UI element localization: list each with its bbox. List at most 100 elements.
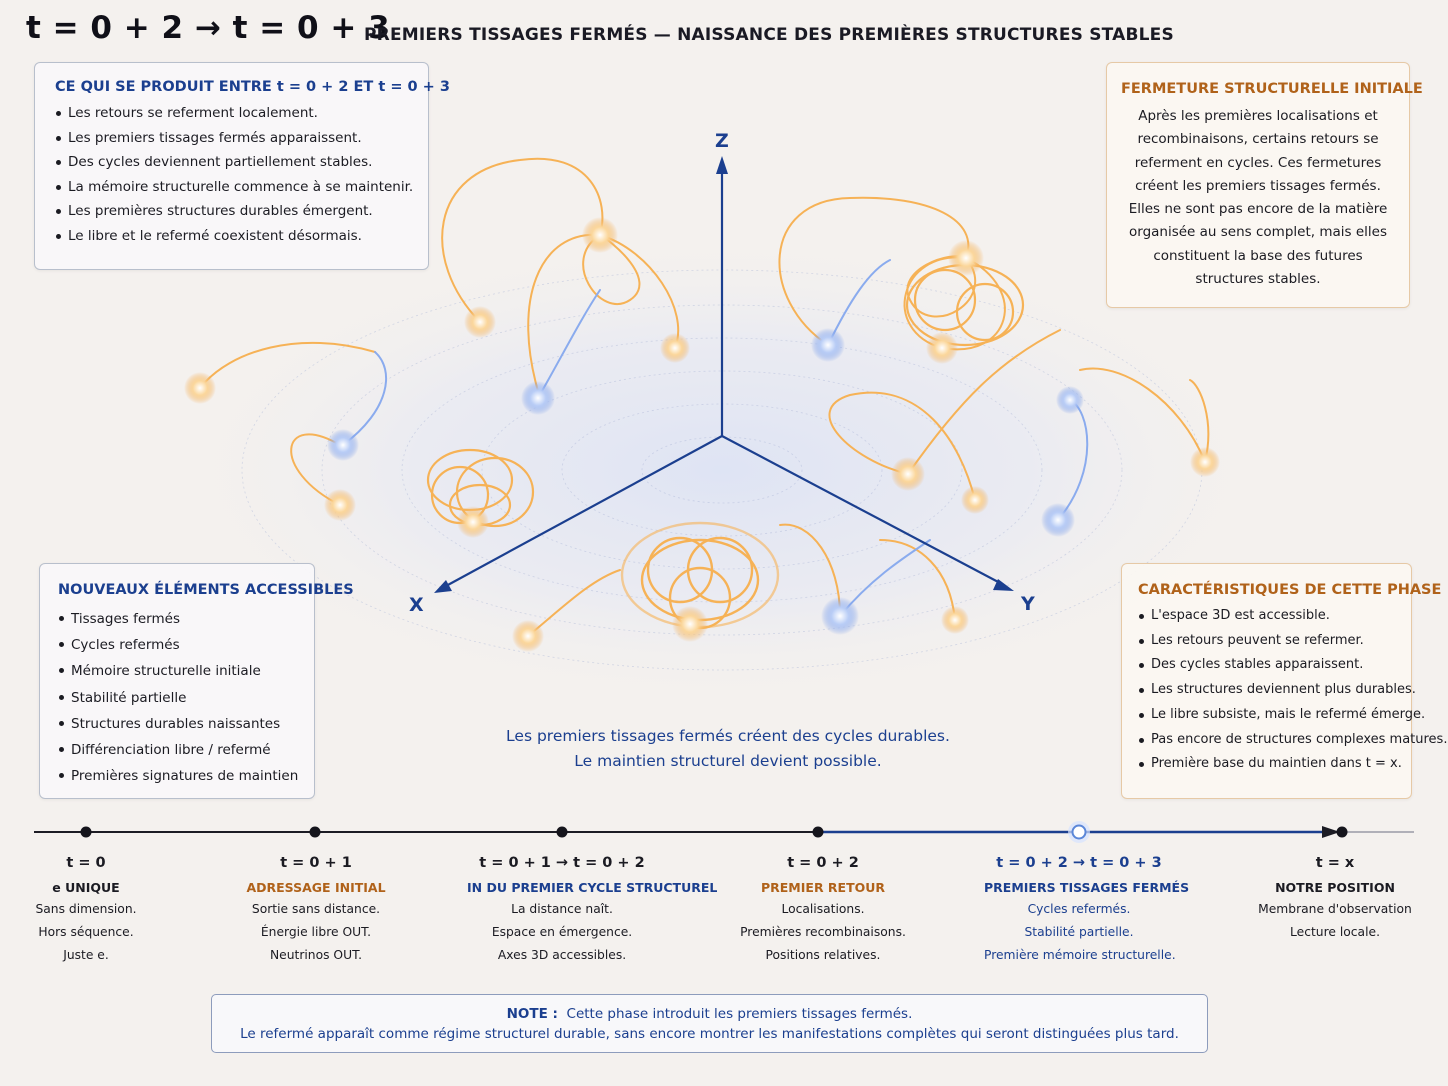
closed-weaving-right [905,263,1025,347]
timeline-desc-line: Sans dimension. [35,902,137,916]
timeline-desc: Sans dimension. Hors séquence. Juste e. [0,898,181,967]
list-item: Cycles refermés [58,632,314,658]
timeline-desc-line: Énergie libre OUT. [260,925,372,939]
axis-label-y: Y [1021,593,1035,615]
node-cool [821,597,859,635]
timeline-phase: IN DU PREMIER CYCLE STRUCTUREL [467,880,718,895]
axis-label-x: X [409,594,424,616]
panel-events-list: Les retours se referment localement. Les… [55,101,428,248]
timeline-node: t = 0 + 1 ADRESSAGE INITIAL Sortie sans … [221,854,411,967]
panel-events: CE QUI SE PRODUIT ENTRE t = 0 + 2 ET t =… [34,62,450,270]
panel-new-list: Tissages fermés Cycles refermés Mémoire … [58,606,314,789]
note-line: NOTE : Cette phase introduit les premier… [212,1004,1207,1024]
timeline-desc: Localisations. Premières recombinaisons.… [728,898,918,967]
timeline-desc-line: Premières recombinaisons. [740,925,906,939]
timeline-node: t = x NOTRE POSITION Membrane d'observat… [1240,854,1430,944]
node-cool [811,328,845,362]
list-item: Les structures deviennent plus durables. [1138,678,1416,703]
caption-line: Les premiers tissages fermés créent des … [506,727,950,745]
list-item: Première base du maintien dans t = x. [1138,752,1411,777]
list-item: Premières signatures de maintien [58,763,314,789]
list-item: Les premières structures durables émerge… [55,199,428,224]
list-item: Stabilité partielle [58,685,314,711]
node-warm [672,606,708,642]
timeline-dot [80,826,92,838]
list-item: Structures durables naissantes [58,711,314,737]
node-cool [1041,503,1075,537]
node-warm [512,620,544,652]
panel-traits: CARACTÉRISTIQUES DE CETTE PHASE L'espace… [1121,563,1447,799]
node-cool [327,429,359,461]
timeline-desc-line: Cycles refermés. [1027,902,1131,916]
timeline-phase: ADRESSAGE INITIAL [246,880,386,895]
timeline-desc-line: Stabilité partielle. [1024,925,1134,939]
panel-new-heading: NOUVEAUX ÉLÉMENTS ACCESSIBLES [58,582,354,598]
timeline-desc-line: La distance naît. [511,902,613,916]
timeline-desc-line: Première mémoire structurelle. [984,948,1176,962]
timeline-desc-line: Espace en émergence. [491,925,633,939]
node-cool [521,381,555,415]
timeline-dot [1336,826,1348,838]
text-line: créent les premiers tissages fermés. [1135,177,1381,194]
timeline-desc-line: Membrane d'observation [1258,902,1412,916]
timeline-dot [309,826,321,838]
timeline-desc-line: Axes 3D accessibles. [497,948,627,962]
text-line: constituent la base des futures [1153,247,1363,264]
note-text: Cette phase introduit les premiers tissa… [566,1006,913,1022]
node-warm [948,240,984,276]
note-line: Le refermé apparaît comme régime structu… [240,1026,1179,1042]
timeline-node-current: t = 0 + 2 → t = 0 + 3 PREMIERS TISSAGES … [984,854,1190,967]
warm-threads [199,157,1210,637]
timeline-desc-line: Hors séquence. [38,925,134,939]
timeline-phase: NOTRE POSITION [1275,880,1395,895]
panel-traits-heading: CARACTÉRISTIQUES DE CETTE PHASE [1138,582,1442,598]
node-warm [184,372,216,404]
timeline-desc-line: Sortie sans distance. [251,902,381,916]
timeline-desc: La distance naît. Espace en émergence. A… [467,898,657,967]
node-warm [941,606,969,634]
timeline-node: t = 0 + 1 → t = 0 + 2 IN DU PREMIER CYCL… [467,854,718,967]
note-box: NOTE : Cette phase introduit les premier… [211,994,1208,1053]
page-title: t = 0 + 2 → t = 0 + 3 [26,10,391,46]
timeline-desc: Membrane d'observation Lecture locale. [1240,898,1430,944]
axes [434,156,1014,593]
list-item: Mémoire structurelle initiale [58,658,314,684]
timeline-desc: Cycles refermés. Stabilité partielle. Pr… [984,898,1176,967]
timeline-node: t = 0 e UNIQUE Sans dimension. Hors séqu… [0,854,181,967]
text-line: recombinaisons, certains retours se [1137,131,1379,148]
node-warm [961,486,989,514]
page-subtitle: PREMIERS TISSAGES FERMÉS — NAISSANCE DES… [364,25,1174,45]
list-item: Tissages fermés [58,606,314,632]
timeline-desc: Sortie sans distance. Énergie libre OUT.… [221,898,411,967]
nodes [184,217,1220,652]
text-line: structures stables. [1195,271,1321,288]
timeline-desc-line: Lecture locale. [1290,925,1380,939]
timeline-time: t = 0 + 1 [280,855,352,871]
list-item: Les premiers tissages fermés apparaissen… [55,126,428,151]
timeline-desc-line: Juste e. [63,948,109,962]
list-item: L'espace 3D est accessible. [1138,604,1411,629]
list-item: La mémoire structurelle commence à se ma… [55,175,428,200]
node-warm [1190,447,1220,477]
node-warm [324,489,356,521]
panel-closure-heading: FERMETURE STRUCTURELLE INITIALE [1121,81,1423,97]
node-warm [464,306,496,338]
timeline-desc-line: Neutrinos OUT. [269,948,363,962]
list-item: Les retours se referment localement. [55,101,428,126]
timeline-time: t = 0 + 1 → t = 0 + 2 [479,855,645,871]
list-item: Les retours peuvent se refermer. [1138,629,1411,654]
node-warm [582,217,618,253]
node-warm [457,506,489,538]
panel-closure: FERMETURE STRUCTURELLE INITIALE Après le… [1106,62,1423,308]
list-item: Différenciation libre / refermé [58,737,314,763]
node-cool [1056,386,1084,414]
timeline-time: t = x [1315,855,1355,871]
text-line: Après les premières localisations et [1138,108,1378,124]
axis-label-z: Z [715,130,729,152]
diagram-caption: Les premiers tissages fermés créent des … [440,724,1016,773]
timeline [34,821,1414,843]
node-warm [660,333,690,363]
timeline-phase: PREMIERS TISSAGES FERMÉS [984,880,1190,895]
